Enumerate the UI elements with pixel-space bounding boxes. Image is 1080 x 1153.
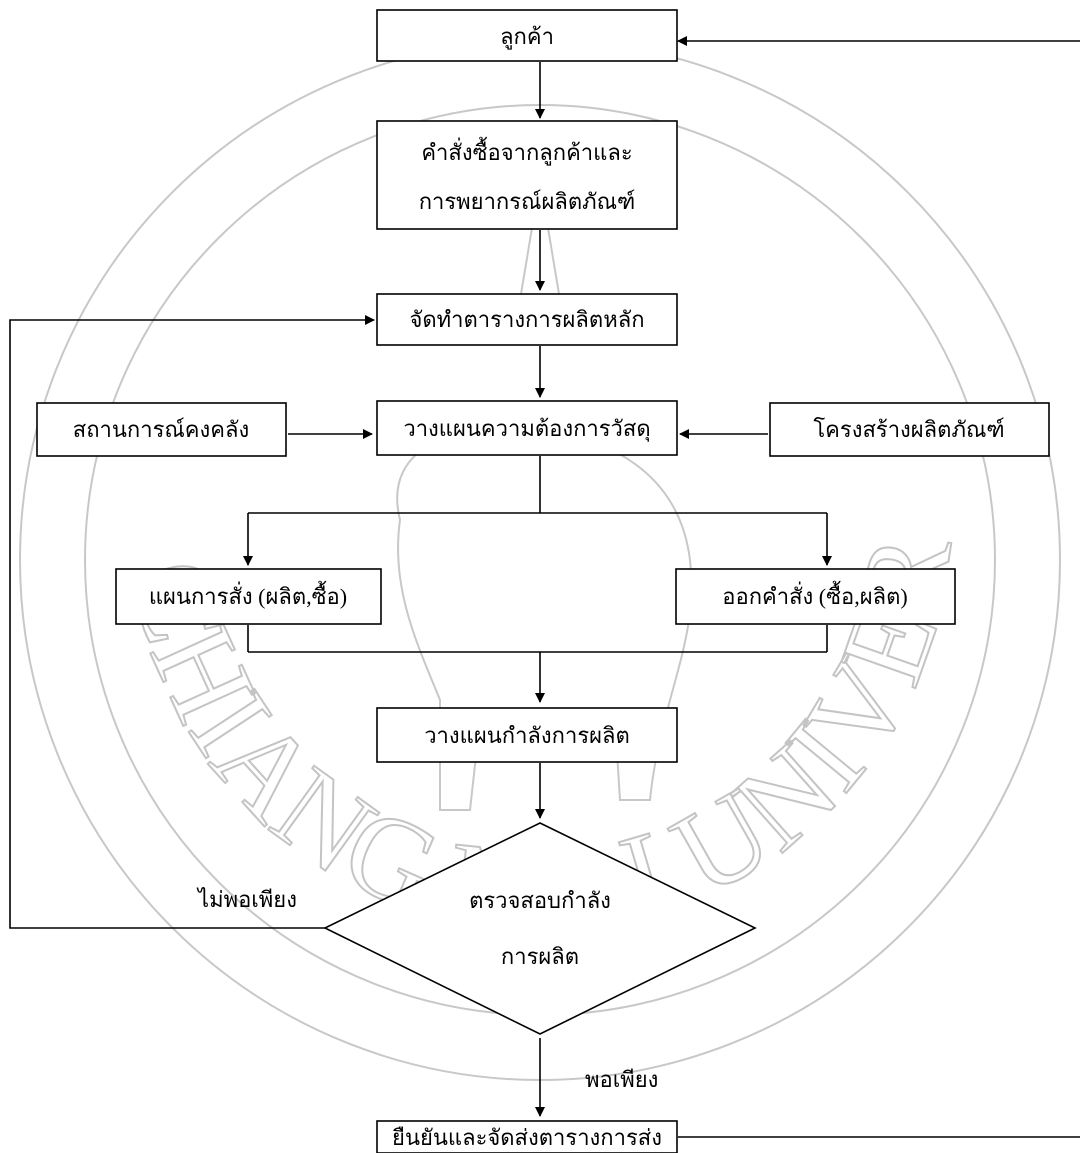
node-bom-label: โครงสร้างผลิตภัณฑ์ [813, 417, 1004, 442]
node-capacity-planning: วางแผนกำลังการผลิต [376, 707, 678, 763]
node-master-schedule-label: จัดทำตารางการผลิตหลัก [409, 307, 644, 332]
node-mrp: วางแผนความต้องการวัสดุ [376, 400, 678, 456]
connectors [9, 36, 1080, 1138]
node-planned-orders: แผนการสั่ง (ผลิต,ซื้อ) [115, 568, 382, 625]
node-master-schedule: จัดทำตารางการผลิตหลัก [376, 293, 678, 346]
label-insufficient: ไม่พอเพียง [196, 887, 297, 912]
node-planned-orders-label: แผนการสั่ง (ผลิต,ซื้อ) [149, 581, 347, 609]
node-capacity-planning-label: วางแผนกำลังการผลิต [424, 723, 630, 748]
node-release-orders-label: ออกคำสั่ง (ซื้อ,ผลิต) [722, 581, 907, 609]
node-orders-forecast: คำสั่งซื้อจากลูกค้าและ การพยากรณ์ผลิตภัณ… [376, 120, 678, 230]
node-release-orders: ออกคำสั่ง (ซื้อ,ผลิต) [675, 568, 956, 625]
node-capacity-check-decision: ตรวจสอบกำลัง การผลิต [323, 822, 757, 1035]
node-customer: ลูกค้า [376, 9, 678, 62]
node-capacity-check-label-1: ตรวจสอบกำลัง [469, 888, 611, 913]
node-orders-forecast-label-2: การพยากรณ์ผลิตภัณฑ์ [419, 189, 636, 214]
node-confirm-schedule: ยืนยันและจัดส่งตารางการส่ง [376, 1120, 678, 1153]
label-sufficient: พอเพียง [585, 1067, 658, 1092]
node-capacity-check-label-2: การผลิต [501, 944, 579, 969]
node-bom: โครงสร้างผลิตภัณฑ์ [769, 402, 1050, 457]
node-confirm-schedule-label: ยืนยันและจัดส่งตารางการส่ง [392, 1125, 662, 1150]
node-orders-forecast-label-1: คำสั่งซื้อจากลูกค้าและ [421, 137, 632, 166]
node-mrp-label: วางแผนความต้องการวัสดุ [403, 416, 650, 442]
node-inventory-status-label: สถานการณ์คงคลัง [73, 417, 249, 442]
node-inventory-status: สถานการณ์คงคลัง [36, 402, 287, 457]
node-customer-label: ลูกค้า [500, 24, 554, 50]
